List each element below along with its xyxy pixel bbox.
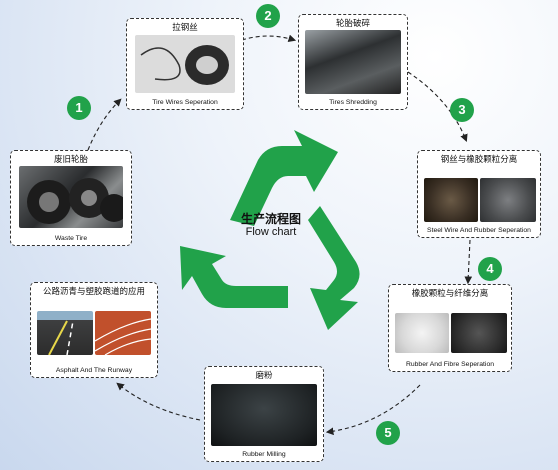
step-number-3: 3 [450, 98, 474, 122]
step-tires-shredding: 轮胎破碎 Tires Shredding [298, 14, 408, 110]
step-title-zh: 磨粉 [255, 370, 273, 380]
wire-separation-photo [135, 35, 235, 93]
recycle-icon [180, 130, 360, 330]
step-title-zh: 废旧轮胎 [53, 154, 88, 164]
waste-tire-photo [19, 166, 123, 228]
step-title-en: Rubber And Fibre Seperation [405, 361, 495, 368]
step-rubber-milling: 磨粉 Rubber Milling [204, 366, 324, 462]
fibre-photo [395, 313, 449, 353]
step-title-zh: 轮胎破碎 [335, 18, 370, 28]
rubber-granule-photo [480, 178, 536, 222]
step-tire-wires-seperation: 拉钢丝 Tire Wires Seperation [126, 18, 244, 110]
step-rubber-fibre-seperation: 橡胶颗粒与纤维分离 Rubber And Fibre Seperation [388, 284, 512, 372]
arrow-5-6 [325, 384, 421, 436]
steel-wire-photo [424, 178, 478, 222]
step-title-en: Asphalt And The Runway [55, 367, 133, 374]
arrow-1-2 [87, 98, 122, 151]
step-title-en: Waste Tire [54, 235, 88, 242]
arrow-2-3 [241, 34, 297, 43]
shredding-photo [305, 30, 401, 94]
step-asphalt-runway: 公路沥青与塑胶跑道的应用 Asphalt And The Runway [30, 282, 158, 378]
arrow-4-5 [464, 239, 473, 285]
step-title-zh: 拉钢丝 [172, 22, 198, 32]
step-title-zh: 钢丝与橡胶颗粒分离 [440, 154, 518, 164]
step-number-1: 1 [67, 96, 91, 120]
step-title-en: Rubber Milling [242, 451, 286, 458]
center-title-zh: 生产流程图 [240, 212, 301, 226]
center-title-en: Flow chart [245, 226, 297, 238]
step-steel-wire-rubber-seperation: 钢丝与橡胶颗粒分离 Steel Wire And Rubber Seperati… [417, 150, 541, 238]
arrow-3-4 [407, 71, 468, 143]
step-title-zh: 橡胶颗粒与纤维分离 [411, 288, 489, 298]
step-number-5: 5 [376, 421, 400, 445]
step-number-2: 2 [256, 4, 280, 28]
step-title-en: Tires Shredding [329, 99, 377, 106]
step-number-4: 4 [478, 257, 502, 281]
step-title-zh: 公路沥青与塑胶跑道的应用 [42, 286, 145, 296]
runway-photo [95, 311, 151, 355]
arrow-6-7 [116, 382, 201, 421]
rubber-powder-photo [211, 384, 317, 446]
step-waste-tire: 废旧轮胎 Waste Tire [10, 150, 132, 246]
asphalt-photo [37, 311, 93, 355]
rubber-photo [451, 313, 507, 353]
step-title-en: Tire Wires Seperation [152, 99, 218, 106]
step-title-en: Steel Wire And Rubber Seperation [427, 227, 531, 234]
